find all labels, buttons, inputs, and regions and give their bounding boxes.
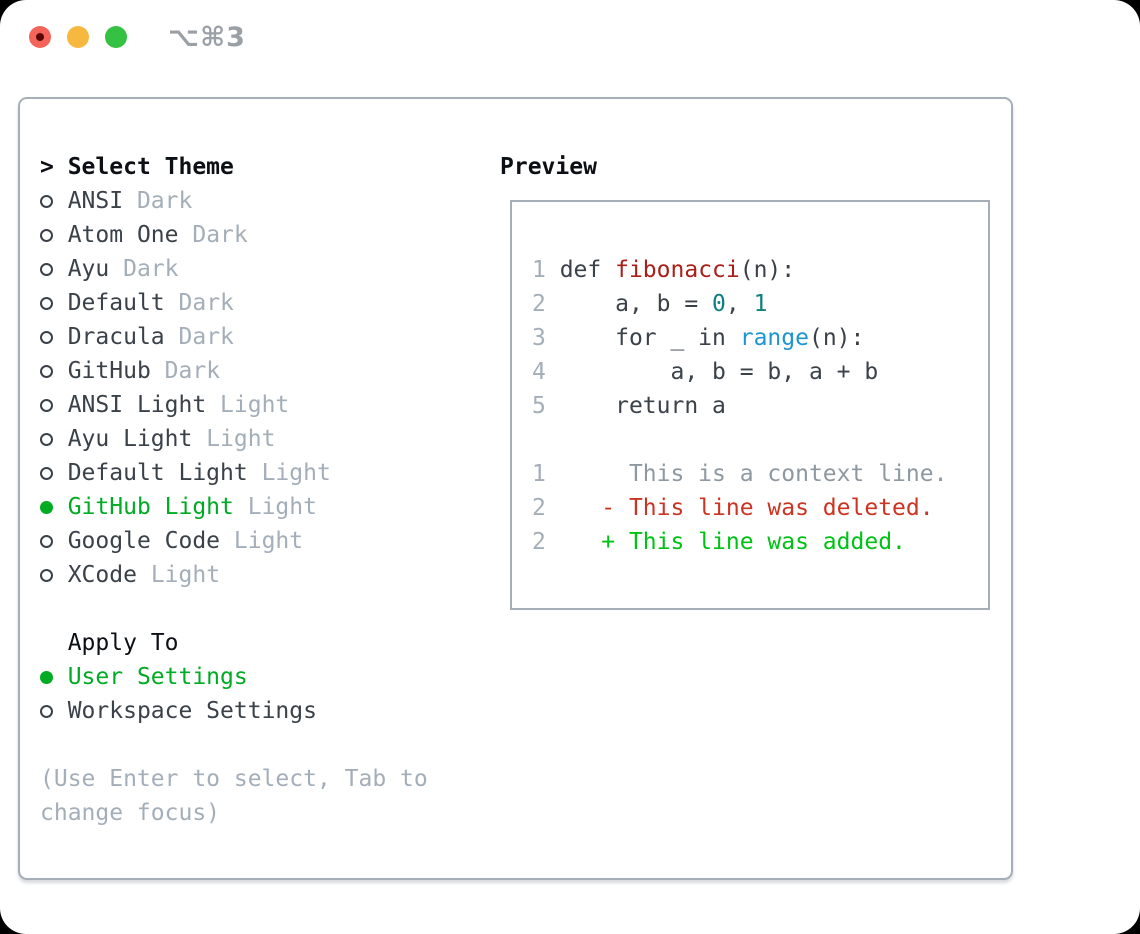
window-title: ⌥⌘3 [168, 22, 246, 53]
option-label: ANSI [67, 188, 124, 214]
radio-unselected-icon [40, 218, 54, 252]
variant-label: Dark [178, 290, 234, 316]
theme-option[interactable]: Ayu Dark [40, 252, 490, 286]
apply-to-option[interactable]: User Settings [40, 660, 490, 694]
variant-label: Light [233, 528, 304, 554]
apply-to-header: Apply To [40, 626, 490, 660]
option-label: GitHub Light [67, 494, 234, 520]
select-theme-header: > Select Theme [40, 150, 490, 184]
radio-unselected-icon [40, 184, 54, 218]
spacer [40, 592, 490, 626]
theme-option[interactable]: Atom One Dark [40, 218, 490, 252]
code-line: 2 a, b = 0, 1 [532, 291, 768, 317]
option-label: XCode [67, 562, 137, 588]
spacer [40, 728, 490, 762]
minimize-button[interactable] [67, 26, 89, 48]
code-line: 5 return a [532, 393, 726, 419]
theme-option[interactable]: ANSI Dark [40, 184, 490, 218]
option-label: Ayu Light [67, 426, 193, 452]
radio-unselected-icon [40, 558, 54, 592]
code-line: 4 a, b = b, a + b [532, 359, 879, 385]
theme-picker-panel: > Select Theme ANSI Dark Atom One Dark A… [18, 97, 1013, 880]
option-label: Google Code [67, 528, 221, 554]
titlebar: ⌥⌘3 [0, 0, 1140, 75]
option-label: ANSI Light [67, 392, 207, 418]
variant-label: Light [261, 460, 331, 486]
preview-title: Preview [500, 154, 597, 180]
option-label: Dracula [67, 324, 165, 350]
preview-box: 1 def fibonacci(n): 2 a, b = 0, 1 3 for _ … [510, 200, 990, 610]
theme-option[interactable]: ANSI Light Light [40, 388, 490, 422]
option-label: Ayu [67, 256, 110, 282]
option-label: Default [67, 290, 165, 316]
close-button[interactable] [29, 26, 51, 48]
code-blank-line [532, 423, 988, 457]
theme-option[interactable]: Ayu Light Light [40, 422, 490, 456]
apply-to-option[interactable]: Workspace Settings [40, 694, 490, 728]
variant-label: Light [247, 494, 317, 520]
code-line: 2 - This line was deleted. [532, 495, 934, 521]
radio-unselected-icon [40, 286, 54, 320]
select-theme-title: Select Theme [67, 154, 234, 180]
radio-unselected-icon [40, 320, 54, 354]
variant-label: Light [206, 426, 276, 452]
code-line: 1 def fibonacci(n): [532, 257, 796, 283]
radio-unselected-icon [40, 354, 54, 388]
variant-label: Light [150, 562, 221, 588]
theme-picker-column: > Select Theme ANSI Dark Atom One Dark A… [40, 150, 490, 830]
option-label: User Settings [67, 664, 248, 690]
theme-list: ANSI Dark Atom One Dark Ayu Dark Default… [40, 184, 490, 592]
radio-unselected-icon [40, 456, 54, 490]
keyboard-hint: (Use Enter to select, Tab to change focu… [40, 766, 428, 826]
theme-option[interactable]: XCode Light [40, 558, 490, 592]
apply-to-list: User Settings Workspace Settings [40, 660, 490, 728]
code-line: 1 This is a context line. [532, 461, 948, 487]
zoom-button[interactable] [105, 26, 127, 48]
theme-option[interactable]: Default Light Light [40, 456, 490, 490]
theme-option[interactable]: Dracula Dark [40, 320, 490, 354]
radio-unselected-icon [40, 694, 54, 728]
code-preview: 1 def fibonacci(n): 2 a, b = 0, 1 3 for _ … [532, 253, 988, 559]
prompt-marker-icon: > [40, 154, 54, 180]
radio-unselected-icon [40, 422, 54, 456]
variant-label: Light [220, 392, 290, 418]
theme-option[interactable]: Default Dark [40, 286, 490, 320]
variant-label: Dark [164, 358, 221, 384]
variant-label: Dark [178, 324, 234, 350]
radio-unselected-icon [40, 524, 54, 558]
option-label: Atom One [67, 222, 179, 248]
theme-option[interactable]: GitHub Dark [40, 354, 490, 388]
radio-selected-icon [40, 660, 54, 694]
variant-label: Dark [192, 222, 248, 248]
radio-unselected-icon [40, 252, 54, 286]
theme-option[interactable]: Google Code Light [40, 524, 490, 558]
theme-option[interactable]: GitHub Light Light [40, 490, 490, 524]
option-label: Default Light [67, 460, 248, 486]
variant-label: Dark [123, 256, 179, 282]
radio-selected-icon [40, 490, 54, 524]
code-line: 2 + This line was added. [532, 529, 906, 555]
code-line: 3 for _ in range(n): [532, 325, 865, 351]
apply-to-title: Apply To [67, 630, 179, 656]
variant-label: Dark [136, 188, 193, 214]
option-label: GitHub [67, 358, 151, 384]
radio-unselected-icon [40, 388, 54, 422]
option-label: Workspace Settings [67, 698, 317, 724]
